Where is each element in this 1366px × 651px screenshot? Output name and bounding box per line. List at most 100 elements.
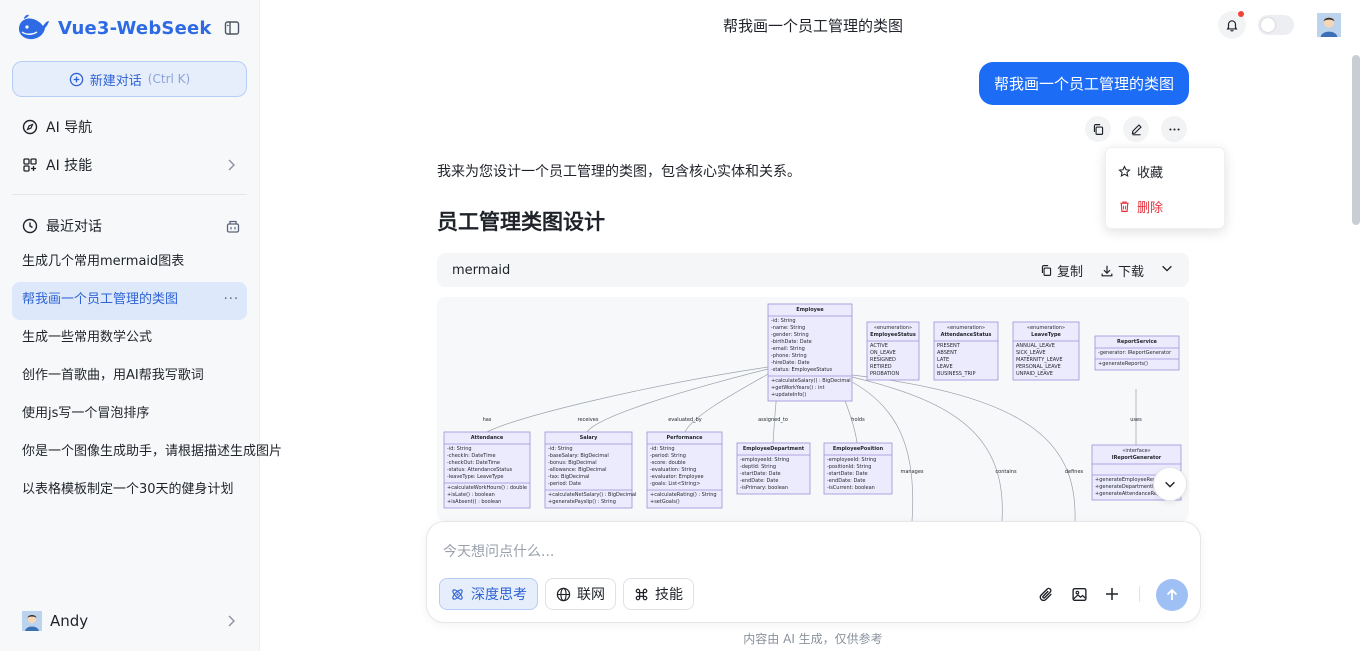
class-field: -employeeId: String bbox=[740, 457, 789, 463]
new-chat-button[interactable]: 新建对话 (Ctrl K) bbox=[12, 61, 247, 97]
nav-ai-skills[interactable]: AI 技能 bbox=[12, 147, 247, 183]
header-avatar[interactable] bbox=[1317, 13, 1341, 37]
sidebar-divider bbox=[12, 194, 247, 195]
class-field: -bonus: BigDecimal bbox=[548, 460, 597, 466]
conversation-item[interactable]: 使用js写一个冒泡排序 bbox=[22, 406, 150, 421]
send-button[interactable] bbox=[1156, 579, 1188, 611]
scrollbar-thumb[interactable] bbox=[1352, 55, 1360, 225]
conversation-item[interactable]: 生成一些常用数学公式 bbox=[22, 330, 153, 345]
new-chat-label: 新建对话 bbox=[89, 73, 142, 89]
class-field: -checkIn: DateTime bbox=[447, 453, 496, 459]
class-field: PRESENT bbox=[937, 343, 961, 349]
avatar-image bbox=[22, 611, 42, 631]
class-method: +calculateRating() : String bbox=[650, 492, 717, 498]
pencil-icon bbox=[1131, 123, 1142, 135]
download-code-button[interactable]: 下载 bbox=[1100, 261, 1144, 280]
class-box bbox=[544, 431, 633, 509]
class-field: -positionId: String bbox=[827, 464, 871, 470]
class-box bbox=[1094, 335, 1180, 371]
message-input[interactable]: 今天想问点什么... bbox=[443, 544, 555, 560]
class-name: LeaveType bbox=[1031, 332, 1061, 338]
class-field: -startDate: Date bbox=[827, 471, 868, 477]
scroll-to-bottom-button[interactable] bbox=[1153, 467, 1187, 501]
more-actions-button[interactable] bbox=[1161, 116, 1187, 142]
class-field: -evaluation: String bbox=[650, 467, 696, 473]
relation-label: defines bbox=[1065, 469, 1084, 475]
message-actions-menu: 收藏 删除 bbox=[1105, 147, 1225, 229]
class-field: -endDate: Date bbox=[827, 478, 865, 484]
class-box bbox=[823, 442, 893, 495]
class-field: ACTIVE bbox=[870, 343, 888, 349]
relation-line bbox=[851, 381, 914, 522]
conversation-item[interactable]: 创作一首歌曲，用AI帮我写歌词 bbox=[22, 368, 204, 383]
class-field: RETIRED bbox=[870, 364, 892, 370]
class-name: AttendanceStatus bbox=[941, 332, 992, 338]
grid-icon bbox=[23, 158, 37, 172]
user-name: Andy bbox=[50, 612, 89, 630]
delete-menu-item[interactable]: 删除 bbox=[1118, 196, 1163, 216]
class-field: -email: String bbox=[771, 346, 805, 352]
class-report-service: ReportService-generator: IReportGenerato… bbox=[1094, 335, 1180, 371]
edit-message-button[interactable] bbox=[1123, 116, 1149, 142]
collapse-code-button[interactable] bbox=[1160, 261, 1174, 275]
class-field: -period: String bbox=[650, 453, 686, 459]
class-field: LEAVE bbox=[937, 364, 953, 370]
nav-ai-guide[interactable]: AI 导航 bbox=[12, 109, 247, 145]
class-method: +generateDepartmentReport() bbox=[1095, 484, 1173, 490]
copy-message-button[interactable] bbox=[1085, 116, 1111, 142]
class-field: -leaveType: LeaveType bbox=[447, 474, 503, 480]
class-name: IReportGenerator bbox=[1112, 455, 1162, 461]
class-name: EmployeeDepartment bbox=[743, 446, 805, 452]
brand[interactable]: Vue3-WebSeek bbox=[16, 12, 212, 44]
class-field: -status: AttendanceStatus bbox=[447, 467, 513, 473]
class-field: MATERNITY_LEAVE bbox=[1016, 357, 1062, 363]
download-icon bbox=[1101, 265, 1113, 276]
class-name: Employee bbox=[796, 307, 824, 313]
plus-icon bbox=[1106, 588, 1118, 600]
class-field: SICK_LEAVE bbox=[1016, 350, 1046, 356]
conversation-item-active[interactable]: 帮我画一个员工管理的类图··· bbox=[12, 282, 247, 320]
class-field: -checkOut: DateTime bbox=[447, 460, 500, 466]
toolbar-divider bbox=[1139, 586, 1140, 602]
sidebar: Vue3-WebSeek 新建对话 (Ctrl K) AI 导航 bbox=[0, 0, 283, 651]
theme-toggle[interactable] bbox=[1258, 15, 1294, 35]
more-options-icon[interactable]: ··· bbox=[223, 292, 239, 307]
favorite-menu-item[interactable]: 收藏 bbox=[1118, 161, 1163, 181]
ai-intro-text: 我来为您设计一个员工管理的类图，包含核心实体和关系。 bbox=[437, 164, 801, 180]
class-field: UNPAID_LEAVE bbox=[1016, 371, 1053, 377]
collapse-sidebar-button[interactable] bbox=[218, 14, 246, 42]
class-box bbox=[736, 442, 811, 495]
class-attendance: Attendance-id: String-checkIn: DateTime-… bbox=[443, 431, 531, 509]
copy-code-button[interactable]: 复制 bbox=[1040, 261, 1083, 280]
upload-image-button[interactable] bbox=[1069, 584, 1089, 604]
relation-label: has bbox=[483, 417, 492, 423]
deep-think-toggle[interactable]: 深度思考 bbox=[439, 578, 538, 610]
class-field: -id: String bbox=[771, 318, 796, 324]
conversation-item[interactable]: 你是一个图像生成助手，请根据描述生成图片 bbox=[22, 444, 283, 459]
user-profile[interactable]: Andy bbox=[12, 603, 247, 639]
class-field: -evaluator: Employee bbox=[650, 474, 704, 480]
class-field: -id: String bbox=[447, 446, 472, 452]
class-field: -status: EmployeeStatus bbox=[771, 367, 833, 373]
arrow-up-icon bbox=[1166, 588, 1178, 600]
class-box bbox=[646, 431, 723, 509]
notification-button[interactable] bbox=[1218, 11, 1246, 39]
class-method: +calculateWorkHours() : double bbox=[447, 485, 527, 491]
class-box bbox=[933, 321, 999, 381]
attach-file-button[interactable] bbox=[1036, 584, 1056, 604]
class-name: EmployeePosition bbox=[833, 446, 884, 452]
class-field: -id: String bbox=[650, 446, 675, 452]
copy-icon bbox=[1093, 123, 1103, 135]
conversation-item[interactable]: 生成几个常用mermaid图表 bbox=[22, 254, 185, 269]
relation-label: evaluated_by bbox=[668, 417, 702, 423]
web-search-toggle[interactable]: 联网 bbox=[545, 578, 616, 610]
class-field: PROBATION bbox=[870, 371, 899, 377]
add-more-button[interactable] bbox=[1102, 584, 1122, 604]
class-field: -tax: BigDecimal bbox=[548, 474, 589, 480]
clear-history-icon[interactable] bbox=[225, 218, 241, 234]
globe-icon bbox=[556, 587, 571, 601]
conversation-item[interactable]: 以表格模板制定一个30天的健身计划 bbox=[22, 482, 234, 497]
skills-toggle[interactable]: 技能 bbox=[623, 578, 694, 610]
user-message: 帮我画一个员工管理的类图 bbox=[979, 62, 1189, 105]
